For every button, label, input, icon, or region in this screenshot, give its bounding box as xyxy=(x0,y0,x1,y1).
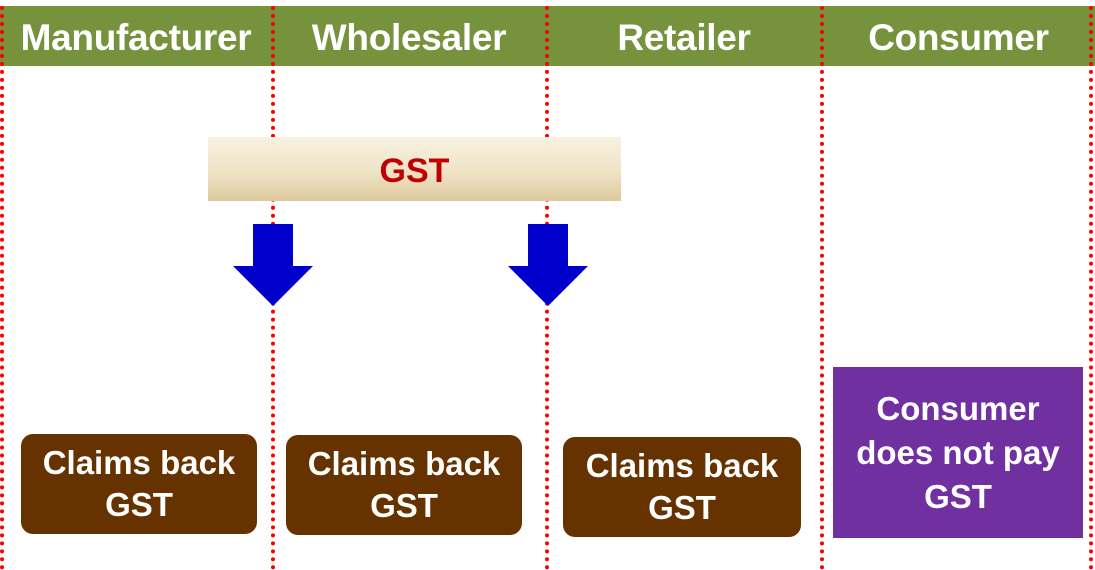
gst-bar: GST xyxy=(208,137,621,201)
column-header-manufacturer: Manufacturer xyxy=(20,17,252,58)
column-header-consumer: Consumer xyxy=(868,17,1049,58)
column-divider xyxy=(1089,6,1093,570)
column-header-wholesaler: Wholesaler xyxy=(311,17,507,58)
column-divider xyxy=(820,6,824,570)
down-arrow-icon xyxy=(508,224,588,306)
consumer-no-gst-box: Consumer does not pay GST xyxy=(833,367,1083,538)
column-divider xyxy=(0,6,4,570)
claims-back-gst-box-manufacturer: Claims back GST xyxy=(21,434,257,534)
claims-back-gst-box-wholesaler: Claims back GST xyxy=(286,435,522,535)
column-header-retailer: Retailer xyxy=(617,17,751,58)
down-arrow-icon xyxy=(233,224,313,306)
claims-back-gst-box-retailer: Claims back GST xyxy=(563,437,801,537)
